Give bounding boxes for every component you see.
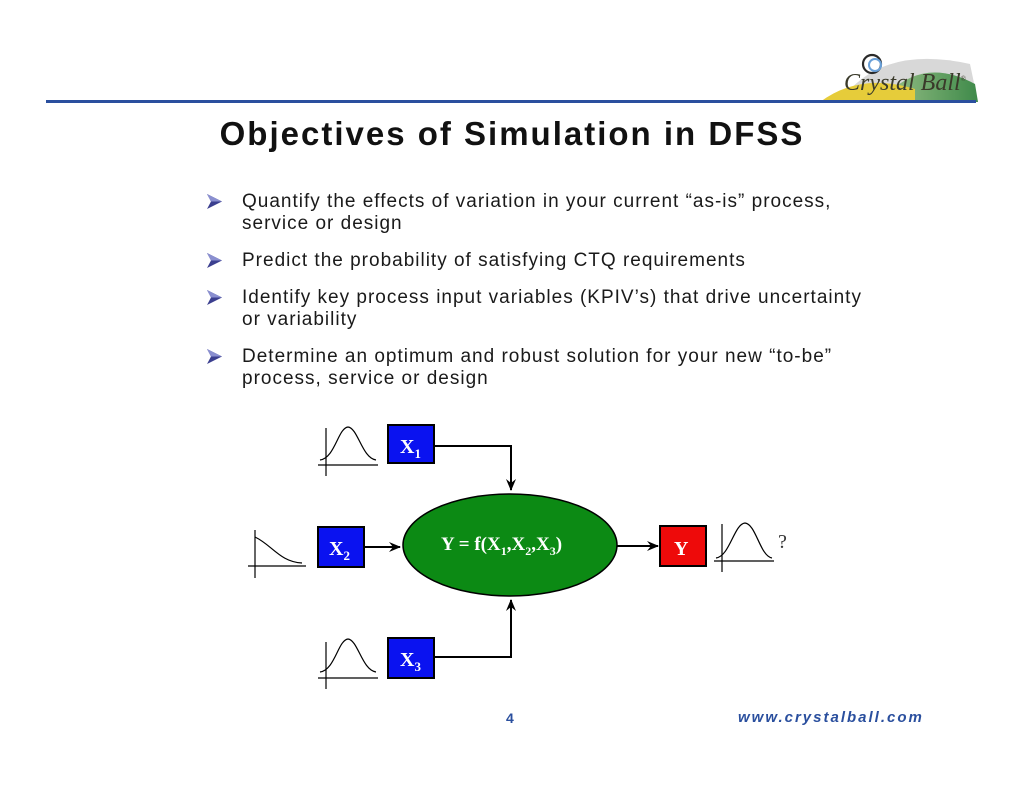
bullet-item: Predict the probability of satisfying CT…: [204, 250, 884, 272]
x1-distribution-icon: [318, 426, 378, 476]
x3-label: X: [400, 649, 415, 671]
x2-subscript: 2: [343, 548, 350, 563]
function-sub-3: 3: [550, 544, 556, 558]
logo-hills-icon: [820, 53, 978, 102]
function-ellipse: Y = f(X1,X2,X3): [402, 493, 618, 597]
function-text: Y = f(X: [441, 534, 501, 555]
x3-subscript: 3: [414, 659, 421, 674]
x3-input-box: X3: [387, 637, 435, 679]
function-text: ,X: [507, 534, 526, 555]
svg-text:X3: X3: [400, 649, 421, 674]
function-sub-1: 1: [501, 544, 507, 558]
function-sub-2: 2: [525, 544, 531, 558]
x2-distribution-icon: [248, 530, 306, 578]
bullet-item: Identify key process input variables (KP…: [204, 287, 884, 331]
page-number: 4: [506, 710, 514, 726]
x3-distribution-icon: [318, 638, 378, 689]
x2-label: X: [329, 538, 344, 560]
bullet-arrow-icon: [207, 194, 222, 209]
bullet-text: Predict the probability of satisfying CT…: [242, 250, 746, 271]
bullet-text: Identify key process input variables (KP…: [242, 287, 862, 330]
svg-text:X1: X1: [400, 436, 421, 461]
y-label: Y: [674, 538, 689, 560]
x1-arrow: [434, 445, 516, 491]
function-text: ): [556, 534, 562, 555]
x3-arrow: [434, 599, 516, 658]
bullet-list: Quantify the effects of variation in you…: [204, 191, 884, 405]
crystal-ball-logo: Crystal Ball®: [820, 44, 980, 102]
x1-subscript: 1: [414, 446, 421, 461]
svg-text:Y = f(X1,X2,X3): Y = f(X1,X2,X3): [441, 534, 562, 558]
bullet-arrow-icon: [207, 349, 222, 364]
header-rule: [46, 100, 976, 103]
y-output-box: Y: [659, 525, 707, 567]
bullet-item: Determine an optimum and robust solution…: [204, 346, 884, 390]
bullet-text: Quantify the effects of variation in you…: [242, 191, 832, 234]
function-text: ,X: [531, 534, 550, 555]
bullet-text: Determine an optimum and robust solution…: [242, 346, 833, 389]
bullet-item: Quantify the effects of variation in you…: [204, 191, 884, 235]
y-distribution-icon: [714, 522, 774, 572]
x2-input-box: X2: [317, 526, 365, 568]
slide-title: Objectives of Simulation in DFSS: [219, 115, 805, 152]
bullet-arrow-icon: [207, 253, 222, 268]
unknown-annotation: ?: [778, 531, 787, 553]
footer-url: www.crystalball.com: [738, 709, 924, 726]
logo-text: Crystal Ball: [844, 70, 961, 96]
svg-text:X2: X2: [329, 538, 350, 563]
registered-mark: ®: [960, 75, 966, 83]
bullet-arrow-icon: [207, 290, 222, 305]
x1-input-box: X1: [387, 424, 435, 464]
x1-label: X: [400, 436, 415, 458]
